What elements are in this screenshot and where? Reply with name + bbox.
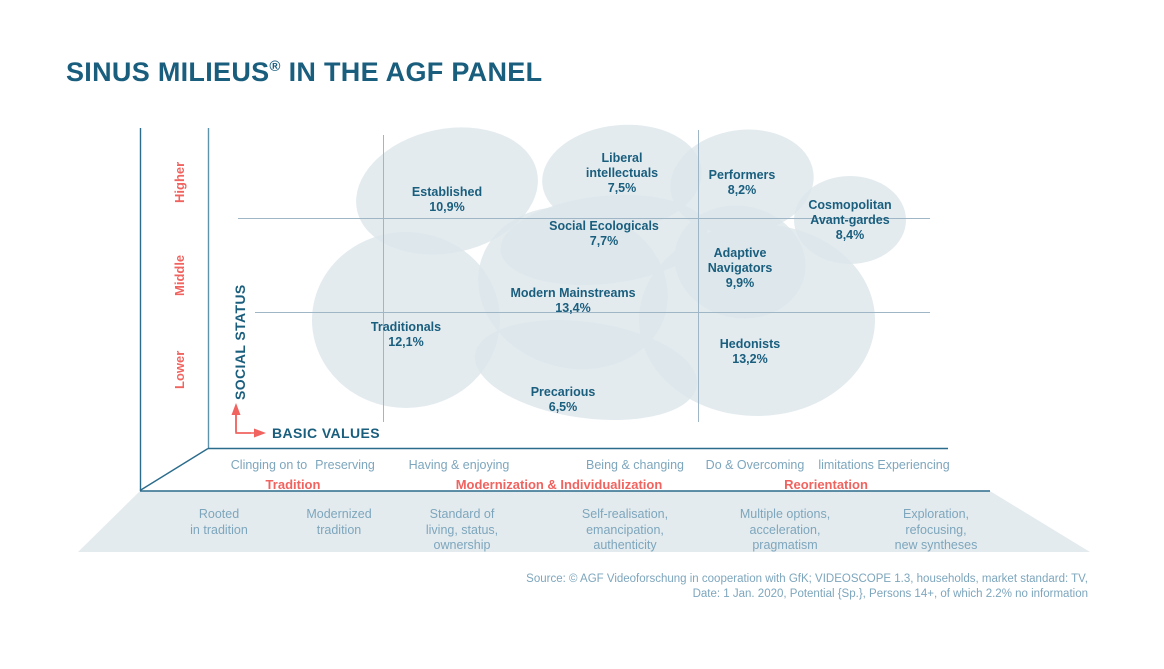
milieu-value: 7,7% bbox=[589, 234, 619, 248]
y-tick-middle: Middle bbox=[172, 254, 187, 296]
page-title-main: SINUS MILIEUS bbox=[66, 57, 270, 87]
value-axis-label: limitations Experiencing bbox=[818, 458, 950, 472]
milieu-name: Performers bbox=[708, 168, 776, 182]
description-line: ownership bbox=[433, 538, 491, 552]
value-axis-label: Clinging on to bbox=[230, 458, 308, 472]
milieu-name: Modern Mainstreams bbox=[510, 286, 636, 300]
description-line: Self-realisation, bbox=[581, 507, 669, 521]
milieu-ellipse bbox=[474, 319, 698, 421]
value-axis-group: Tradition bbox=[265, 477, 321, 492]
page-title: SINUS MILIEUS® IN THE AGF PANEL bbox=[66, 57, 542, 88]
description-line: Exploration, bbox=[902, 507, 969, 521]
description-line: Standard of bbox=[429, 507, 495, 521]
description-line: tradition bbox=[316, 522, 362, 537]
value-axis-description: Multiple options,acceleration,pragmatism bbox=[740, 507, 830, 554]
description-line: acceleration, bbox=[749, 522, 821, 537]
milieu-value: 7,5% bbox=[607, 181, 637, 195]
milieu-bubbles bbox=[312, 124, 906, 421]
milieu-name: Traditionals bbox=[370, 320, 442, 334]
milieu-value: 6,5% bbox=[548, 400, 578, 414]
registered-mark: ® bbox=[269, 58, 281, 75]
value-axis-description: Exploration,refocusing,new syntheses bbox=[895, 507, 978, 554]
description-line: emancipation, bbox=[586, 522, 664, 537]
milieu-name: Established bbox=[411, 185, 483, 199]
milieu-ellipse bbox=[670, 129, 814, 235]
axis-frame bbox=[139, 128, 948, 492]
milieu-ellipse bbox=[312, 232, 500, 408]
description-line: authenticity bbox=[593, 538, 657, 552]
description-line: new syntheses bbox=[894, 538, 978, 552]
y-tick-lower: Lower bbox=[172, 350, 187, 389]
description-line: pragmatism bbox=[752, 538, 818, 552]
milieu-name: Hedonists bbox=[719, 337, 781, 351]
axis-arrows bbox=[231, 403, 266, 438]
description-line: refocusing, bbox=[905, 522, 967, 537]
description-line: in tradition bbox=[190, 522, 248, 537]
milieu-name: Precarious bbox=[530, 385, 596, 399]
milieu-value: 12,1% bbox=[388, 335, 424, 349]
description-line: living, status, bbox=[425, 522, 499, 537]
description-line: Modernized bbox=[306, 507, 372, 521]
milieu-name: Social Ecologicals bbox=[549, 219, 659, 233]
milieu-value: 8,2% bbox=[727, 183, 757, 197]
milieu-value: 13,4% bbox=[555, 301, 591, 315]
value-axis-label: Having & enjoying bbox=[408, 458, 510, 472]
value-axis-label: Preserving bbox=[315, 458, 375, 472]
milieu-ellipse bbox=[356, 127, 538, 255]
value-axis-label: Do & Overcoming bbox=[705, 458, 805, 472]
source-note: Source: © AGF Videoforschung in cooperat… bbox=[526, 573, 1088, 600]
y-tick-higher: Higher bbox=[172, 161, 187, 203]
y-axis-title: SOCIAL STATUS bbox=[232, 284, 248, 400]
perspective-band bbox=[78, 490, 1090, 552]
value-axis-description: Self-realisation,emancipation,authentici… bbox=[582, 507, 668, 554]
grid-lines bbox=[238, 130, 930, 422]
milieu-value: 13,2% bbox=[732, 352, 768, 366]
milieu-value: 9,9% bbox=[725, 276, 755, 290]
description-line: Multiple options, bbox=[739, 507, 831, 521]
value-axis-label: Being & changing bbox=[586, 458, 684, 472]
milieu-value: 10,9% bbox=[429, 200, 465, 214]
value-axis-group: Modernization & Individualization bbox=[455, 477, 663, 492]
description-line: Rooted bbox=[198, 507, 240, 521]
x-axis-title: BASIC VALUES bbox=[272, 425, 380, 441]
page-title-tail: IN THE AGF PANEL bbox=[280, 57, 543, 87]
value-axis-group: Reorientation bbox=[784, 477, 868, 492]
milieu-value: 8,4% bbox=[835, 228, 865, 242]
